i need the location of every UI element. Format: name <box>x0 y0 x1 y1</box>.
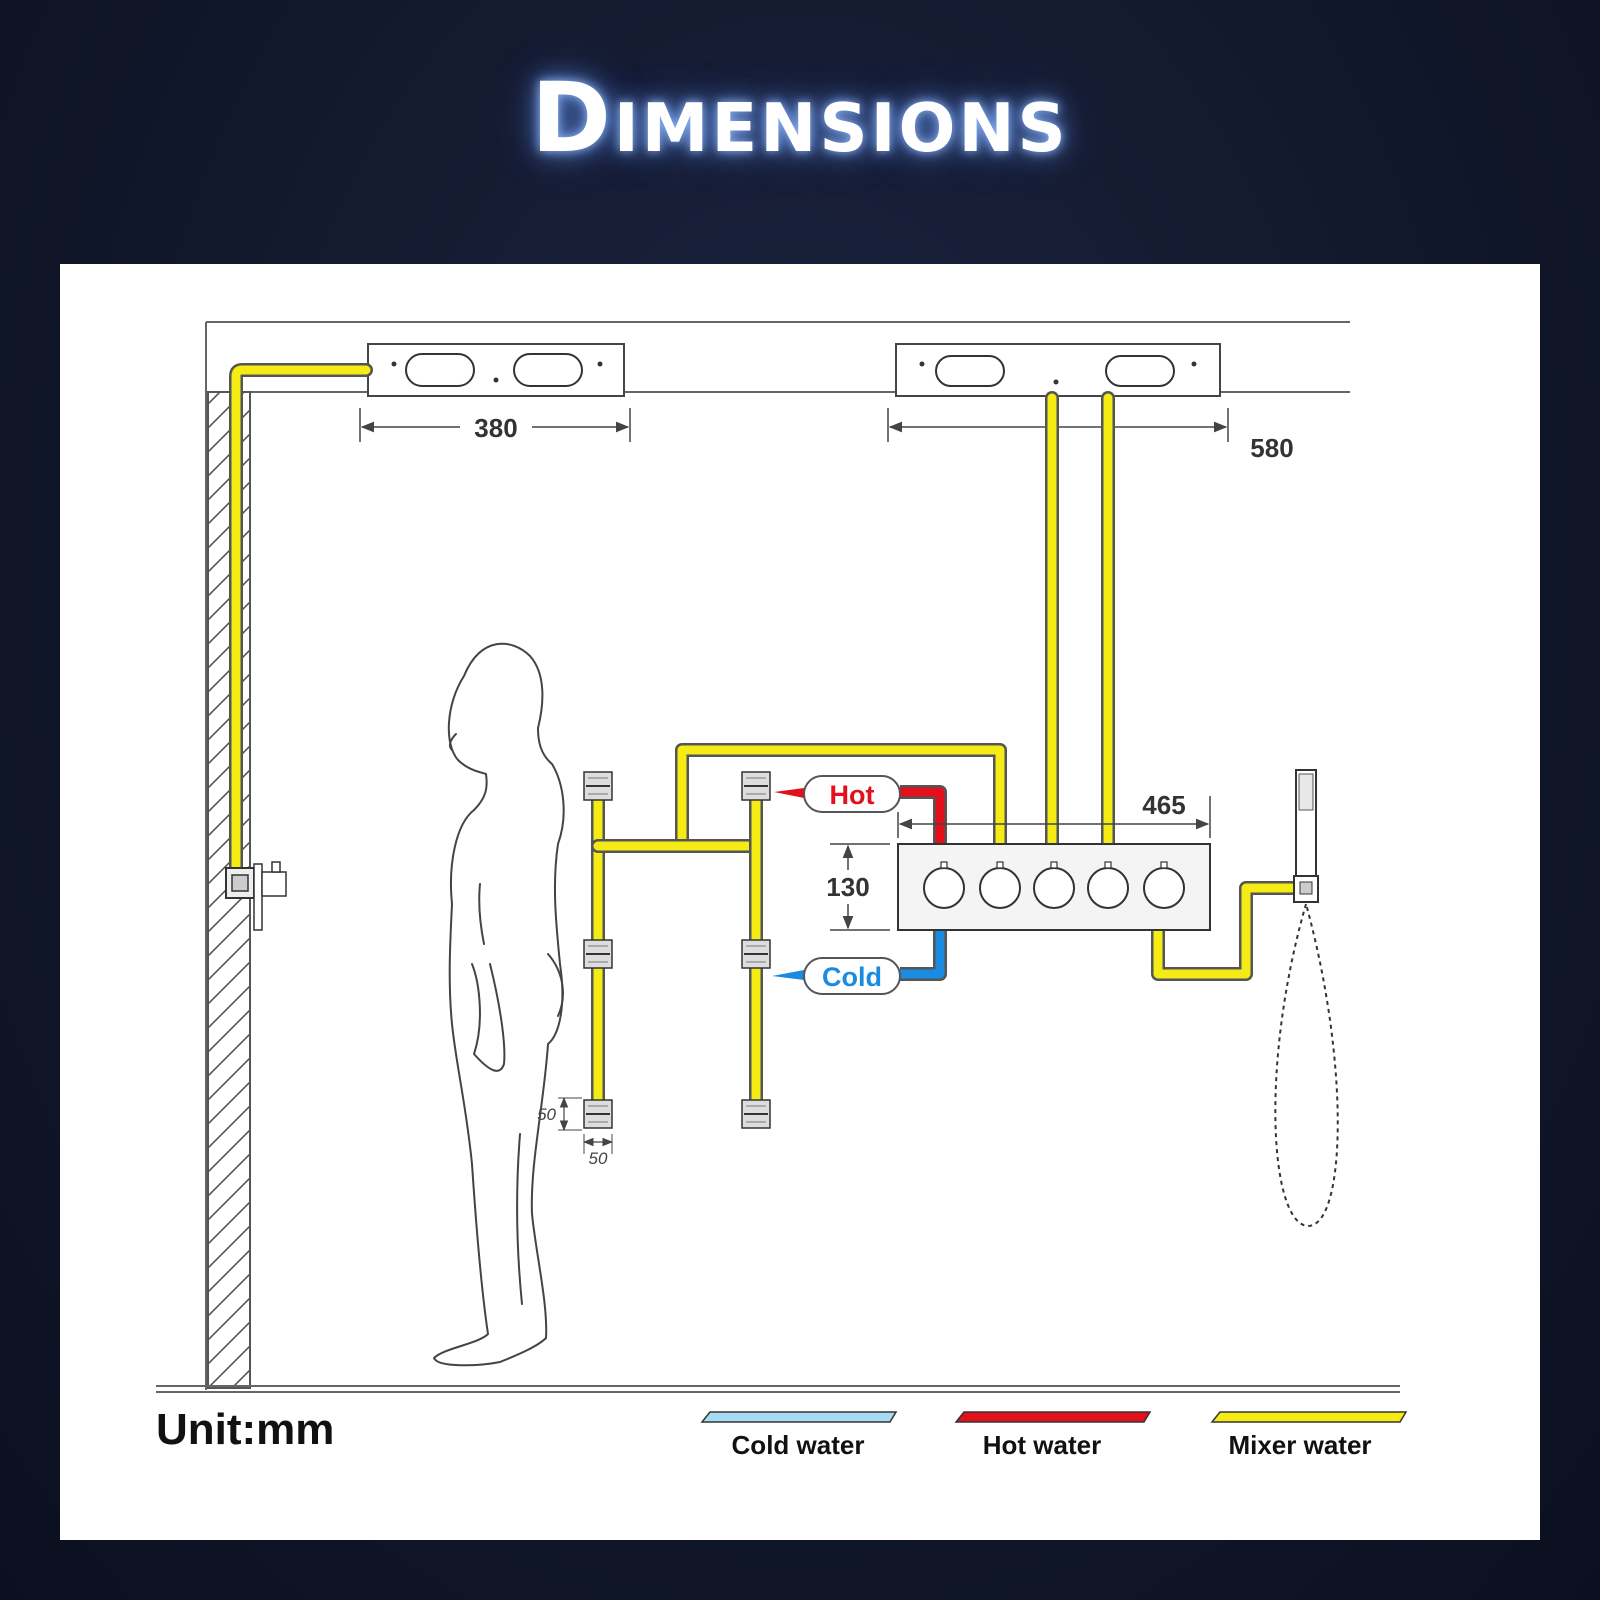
dim-label-580: 580 <box>1250 433 1293 463</box>
mixer-knob <box>1033 861 1075 909</box>
legend-label-mixer: Mixer water <box>1228 1430 1371 1460</box>
page-title: Dimensions <box>531 62 1069 174</box>
legend-label-hot: Hot water <box>983 1430 1101 1460</box>
body-jet <box>741 1099 771 1129</box>
jet-dimension: 50 50 <box>537 1096 614 1168</box>
ceiling-structure <box>156 321 1400 1393</box>
body-jet <box>583 771 613 801</box>
ceiling-shower-left <box>367 343 625 397</box>
mixer-knob <box>1143 861 1185 909</box>
legend: Cold water Hot water Mixer water <box>700 1411 1408 1460</box>
jet-width-label: 50 <box>589 1149 608 1168</box>
human-figure <box>433 642 565 1367</box>
mixer-knob <box>979 861 1021 909</box>
legend-item-cold: Cold water <box>700 1411 898 1460</box>
dim-label-130: 130 <box>826 872 869 902</box>
mixer-knob <box>923 861 965 909</box>
hot-tag: Hot <box>774 775 901 813</box>
body-jet <box>741 939 771 969</box>
body-jet <box>583 939 613 969</box>
jet-height-label: 50 <box>537 1105 556 1124</box>
dimension-130: 130 <box>826 843 890 931</box>
body-jets <box>583 771 771 1129</box>
dimension-580: 580 <box>887 408 1294 463</box>
body-jet <box>741 771 771 801</box>
dim-label-465: 465 <box>1142 790 1185 820</box>
mixer-panel <box>897 843 1211 931</box>
body-jet <box>583 1099 613 1129</box>
cold-label: Cold <box>822 962 882 992</box>
cold-tag: Cold <box>772 957 901 995</box>
cold-pipe <box>900 928 947 981</box>
legend-item-mixer: Mixer water <box>1210 1411 1408 1460</box>
wall-valve <box>225 861 287 931</box>
legend-item-hot: Hot water <box>954 1411 1152 1460</box>
mixer-pipes <box>229 363 1303 1107</box>
dim-label-380: 380 <box>474 413 517 443</box>
legend-label-cold: Cold water <box>732 1430 865 1460</box>
hot-label: Hot <box>830 780 875 810</box>
plumbing-diagram: 380 580 <box>156 321 1408 1460</box>
mixer-knob <box>1087 861 1129 909</box>
hot-pipe <box>900 785 947 846</box>
dimension-465: 465 <box>897 790 1211 838</box>
ceiling-shower-right <box>895 343 1221 397</box>
unit-label: Unit:mm <box>156 1405 334 1454</box>
dimension-380: 380 <box>359 408 631 443</box>
diagram-panel: 380 580 <box>60 264 1540 1540</box>
hand-shower <box>1274 769 1339 1228</box>
